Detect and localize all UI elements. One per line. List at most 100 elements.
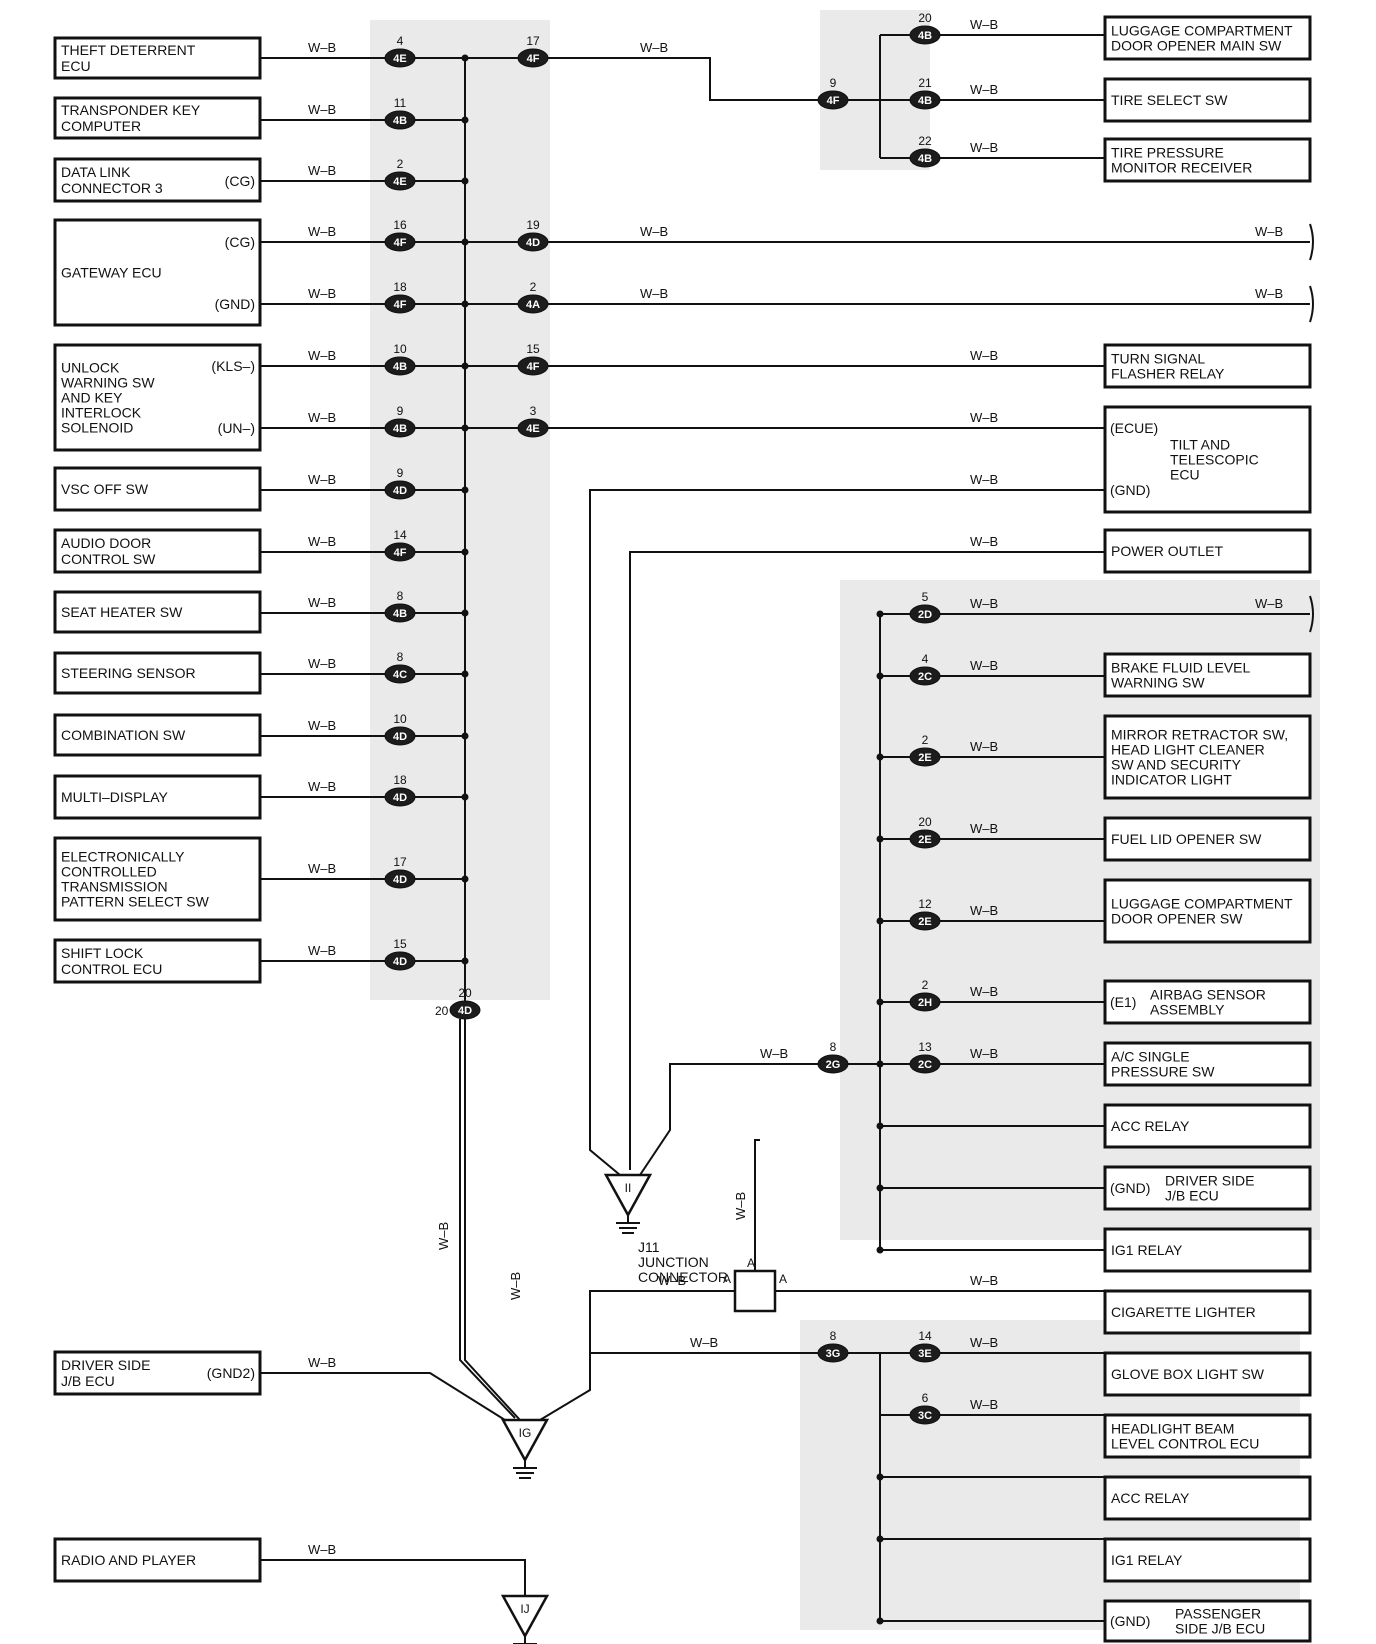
junction-label: CONNECTOR (638, 1269, 728, 1285)
connector-code: 4D (393, 731, 407, 743)
connector-code: 2E (918, 834, 931, 846)
wire-color-label: W–B (308, 163, 336, 178)
connector-code: 4D (458, 1005, 472, 1017)
component-box (1103, 343, 1312, 389)
connector-body (384, 726, 416, 746)
component-label: CONTROL ECU (61, 961, 162, 977)
wire-color-label: W–B (970, 1335, 998, 1350)
component-label: TELESCOPIC (1170, 452, 1259, 468)
connector-pin: 15 (526, 342, 540, 356)
component-label: UNLOCK (61, 360, 120, 376)
ground-code: II (625, 1181, 632, 1195)
connector-code: 4B (918, 30, 932, 42)
component-label: ACC RELAY (1111, 1118, 1190, 1134)
connector-2E: 2E (909, 911, 941, 931)
connector-4D: 4D (384, 726, 416, 746)
bus-to-ground (464, 1019, 521, 1421)
component-label: HEADLIGHT BEAM (1111, 1421, 1234, 1437)
component-ig1a: IG1 RELAY (1103, 1227, 1312, 1273)
connector-code: 4B (393, 608, 407, 620)
connector-code: 4D (526, 237, 540, 249)
wire-color-label: W–B (970, 140, 998, 155)
connector-code: 4D (393, 485, 407, 497)
component-tire_sel: TIRE SELECT SW (1103, 77, 1312, 123)
connector-code: 4F (394, 547, 407, 559)
component-label: AIRBAG SENSOR (1150, 987, 1266, 1003)
connector-body (909, 1405, 941, 1425)
ground-code: IJ (520, 1602, 529, 1616)
wire-color-label: W–B (308, 410, 336, 425)
wire-color-label: W–B (308, 472, 336, 487)
component-label: DOOR OPENER SW (1111, 911, 1243, 927)
component-box (1103, 77, 1312, 123)
component-box (1103, 714, 1312, 800)
component-box (53, 836, 262, 922)
wire-color-label: W–B (640, 224, 668, 239)
component-label: WARNING SW (1111, 675, 1205, 691)
component-label: COMBINATION SW (61, 727, 186, 743)
component-box (1103, 1599, 1312, 1643)
connector-code: 2C (918, 1059, 932, 1071)
component-radio: RADIO AND PLAYER (53, 1537, 262, 1583)
wire-color-label: W–B (970, 348, 998, 363)
top-wire (548, 57, 818, 101)
connector-code: 2G (826, 1059, 841, 1071)
component-label: WARNING SW (61, 375, 155, 391)
connector-code: 4B (918, 95, 932, 107)
component-label: ACC RELAY (1111, 1490, 1190, 1506)
connector-pin: 10 (393, 342, 407, 356)
component-acc2: ACC RELAY (1103, 1475, 1312, 1521)
component-box (1103, 1041, 1312, 1087)
connector-code: 3E (918, 1348, 931, 1360)
connector-pin: 9 (830, 76, 837, 90)
splice-dot (876, 835, 884, 843)
connector-pin: 14 (393, 528, 407, 542)
splice-dot (876, 1246, 884, 1254)
connector-pin: 2 (530, 280, 537, 294)
connector-body (384, 418, 416, 438)
wire-color-label: W–B (308, 861, 336, 876)
wire-continuation (1309, 595, 1314, 633)
wire-color-label: W–B (640, 286, 668, 301)
connector-body (909, 90, 941, 110)
wire-color-label: W–B (436, 1222, 451, 1250)
connector-4F: 4F (384, 542, 416, 562)
component-label: HEAD LIGHT CLEANER (1111, 742, 1265, 758)
connector-code: 4F (827, 95, 840, 107)
connector-code: 4A (526, 299, 540, 311)
connector-body (449, 1000, 481, 1020)
connector-body (384, 110, 416, 130)
component-label: ASSEMBLY (1150, 1002, 1225, 1018)
wire-color-label: W–B (308, 943, 336, 958)
wire-color-label: W–B (733, 1192, 748, 1220)
connector-2H: 2H (909, 992, 941, 1012)
component-label: PASSENGER (1175, 1606, 1261, 1622)
component-label: DOOR OPENER MAIN SW (1111, 38, 1282, 54)
connector-4B: 4B (384, 110, 416, 130)
connector-4D: 4D (384, 869, 416, 889)
wire-color-label: W–B (308, 286, 336, 301)
wire-color-label: W–B (1255, 286, 1283, 301)
connector-code: 2D (918, 609, 932, 621)
pin-label: (GND) (1110, 482, 1150, 498)
component-label: COMPUTER (61, 118, 141, 134)
connector-pin: 20 (918, 815, 932, 829)
connector-body (817, 1054, 849, 1074)
component-label: DRIVER SIDE (61, 1357, 150, 1373)
component-label: POWER OUTLET (1111, 543, 1223, 559)
component-glove: GLOVE BOX LIGHT SW (1103, 1351, 1312, 1397)
pin-label: (GND) (215, 296, 255, 312)
wire-color-label: W–B (308, 595, 336, 610)
component-box (1103, 816, 1312, 862)
wire-color-label: W–B (970, 472, 998, 487)
component-vsc: VSC OFF SW (53, 466, 262, 512)
connector-body (517, 418, 549, 438)
splice-dot (876, 1122, 884, 1130)
connector-4B: 4B (384, 418, 416, 438)
component-mirror: MIRROR RETRACTOR SW,HEAD LIGHT CLEANERSW… (1103, 714, 1312, 800)
